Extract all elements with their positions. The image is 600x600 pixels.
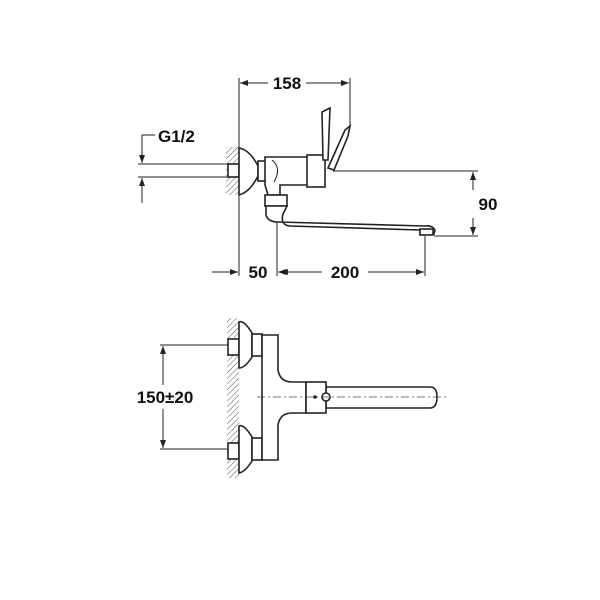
upper-stub	[227, 338, 240, 356]
upper-escutcheon	[238, 320, 253, 369]
dim-spacing-label: 150±20	[137, 388, 194, 407]
upper-nut	[251, 333, 263, 357]
swivel-nut	[264, 194, 288, 207]
lower-stub	[227, 442, 240, 460]
pipe-stub	[227, 163, 240, 178]
dim-90-label: 90	[479, 195, 498, 214]
lever-handle-alt	[326, 124, 352, 171]
dim-thread-label: G1/2	[158, 127, 195, 146]
dim-158-label: 158	[273, 74, 301, 93]
dim-50-label: 50	[249, 263, 268, 282]
side-view: 158 G1/2 90 50 200	[138, 74, 497, 282]
aerator	[419, 228, 434, 236]
escutcheon	[238, 147, 259, 197]
valve-body	[264, 156, 309, 196]
spout	[265, 205, 436, 235]
lower-escutcheon	[238, 424, 253, 474]
lower-nut	[251, 437, 263, 461]
front-view: 150±20	[137, 318, 448, 478]
wall-hatch-front	[227, 318, 239, 478]
thread-leader	[139, 134, 155, 163]
dim-200-label: 200	[331, 263, 359, 282]
lever-handle	[321, 106, 331, 161]
valve-body-front	[261, 334, 307, 461]
handle-rod	[325, 386, 438, 409]
handle-base	[306, 154, 326, 188]
indicator-dot	[313, 395, 317, 399]
body-curve	[271, 159, 278, 183]
